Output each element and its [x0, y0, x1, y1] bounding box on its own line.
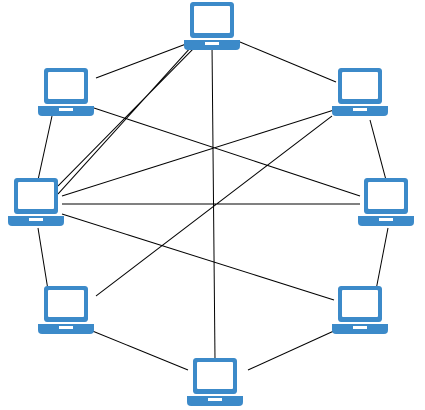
link-middle-left-lower-right — [61, 213, 335, 301]
link-middle-left-lower-left — [37, 227, 49, 291]
link-lower-right-bottom — [247, 329, 337, 371]
laptop-trackpad — [353, 326, 367, 329]
link-top-bottom — [211, 43, 216, 361]
node-layer — [8, 2, 414, 406]
link-top-upper-left — [95, 43, 187, 79]
laptop-trackpad — [353, 108, 367, 111]
laptop-icon — [8, 178, 64, 226]
link-upper-left-middle-right — [93, 107, 361, 197]
laptop-trackpad — [59, 108, 73, 111]
laptop-trackpad — [59, 326, 73, 329]
laptop-screen — [194, 6, 230, 33]
laptop-screen — [197, 362, 233, 389]
link-layer — [37, 41, 389, 371]
laptop-icon — [187, 358, 243, 406]
link-middle-left-upper-right — [61, 109, 335, 197]
laptop-icon — [332, 286, 388, 334]
laptop-icon — [358, 178, 414, 226]
laptop-trackpad — [208, 398, 222, 401]
link-top-upper-left — [57, 45, 193, 195]
laptop-icon — [38, 286, 94, 334]
link-lower-left-bottom — [89, 329, 189, 371]
laptop-screen — [18, 182, 54, 209]
link-upper-left-middle-left — [37, 115, 53, 181]
laptop-icon — [184, 2, 240, 50]
link-lower-left-upper-right — [95, 115, 333, 297]
laptop-screen — [342, 290, 378, 317]
link-top-upper-right — [239, 41, 337, 83]
link-middle-right-lower-right — [375, 227, 389, 291]
laptop-screen — [48, 290, 84, 317]
link-upper-right-middle-right — [369, 119, 387, 181]
laptop-screen — [48, 72, 84, 99]
laptop-screen — [342, 72, 378, 99]
laptop-icon — [38, 68, 94, 116]
laptop-icon — [332, 68, 388, 116]
laptop-screen — [368, 182, 404, 209]
laptop-trackpad — [379, 218, 393, 221]
link-top-middle-left — [57, 45, 197, 187]
laptop-trackpad — [29, 218, 43, 221]
laptop-trackpad — [205, 42, 219, 45]
